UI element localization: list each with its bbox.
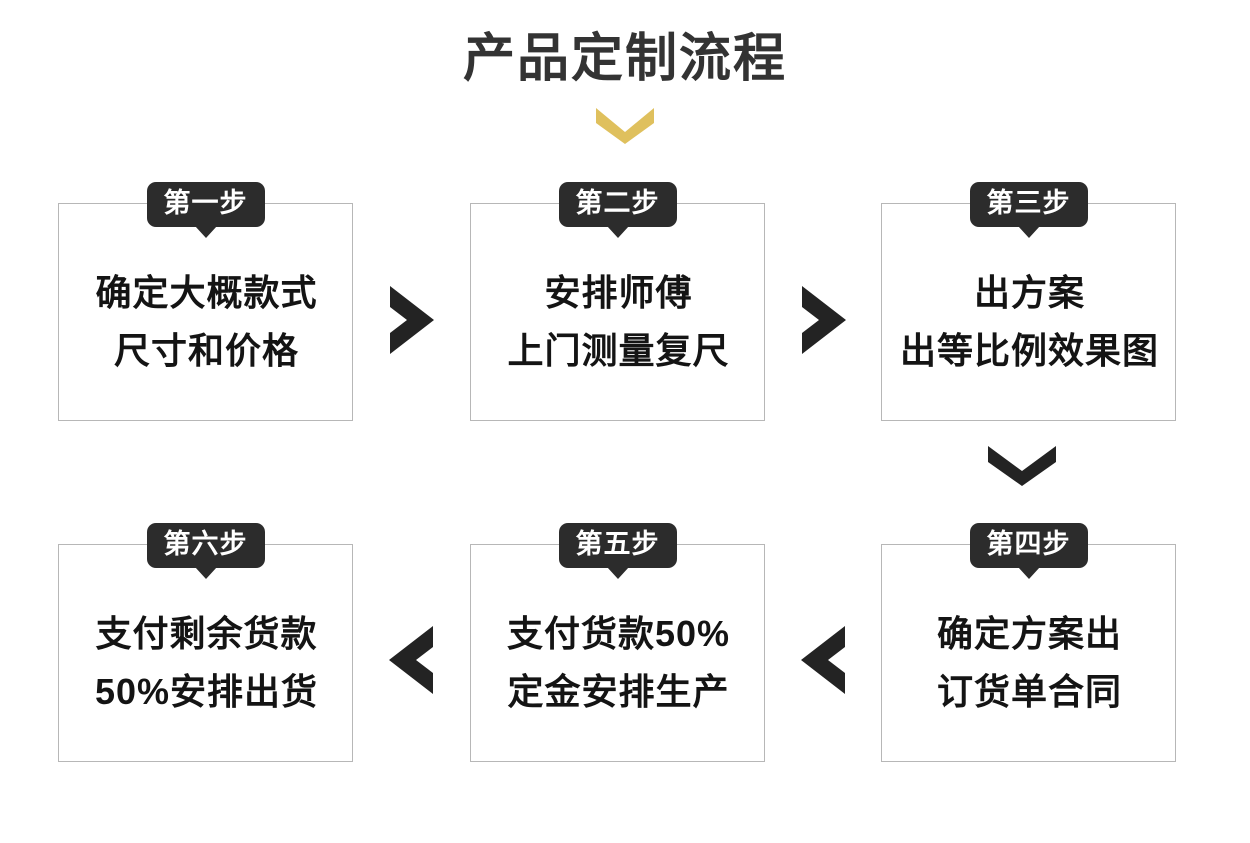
step-badge-5: 第五步 (558, 523, 677, 579)
step-badge-label-4: 第四步 (986, 529, 1071, 559)
badge-tail-icon (1017, 567, 1040, 579)
flow-row-bottom: 第六步 支付剩余货款 50%安排出货 第五步 支付货款50% 定金安排生产 第四… (58, 523, 1176, 762)
step-badge-label-3: 第三步 (986, 188, 1071, 218)
step-card-6[interactable]: 第六步 支付剩余货款 50%安排出货 (58, 523, 353, 762)
step-card-3[interactable]: 第三步 出方案 出等比例效果图 (881, 182, 1176, 421)
step-badge-label-6: 第六步 (163, 529, 248, 559)
badge-tail-icon (194, 567, 217, 579)
step-card-5[interactable]: 第五步 支付货款50% 定金安排生产 (470, 523, 765, 762)
step-text-line-1: 安排师傅 (544, 272, 693, 313)
flow-row-top: 第一步 确定大概款式 尺寸和价格 第二步 安排师傅 上门测量复尺 第三步 (58, 182, 1176, 421)
step-card-1[interactable]: 第一步 确定大概款式 尺寸和价格 (58, 182, 353, 421)
step-text-line-1: 确定大概款式 (95, 272, 318, 313)
step-text-line-1: 支付货款50% (506, 613, 731, 654)
step-badge-1: 第一步 (146, 182, 265, 238)
badge-tail-icon (194, 226, 217, 238)
step-badge-2: 第二步 (558, 182, 677, 238)
connector-step4-to-step5 (795, 623, 853, 697)
step-text-3: 出方案 出等比例效果图 (858, 204, 1201, 422)
step-text-line-2: 定金安排生产 (507, 671, 730, 712)
step-text-line-2: 上门测量复尺 (507, 330, 730, 371)
step-text-5: 支付货款50% 定金安排生产 (447, 545, 790, 763)
step-badge-label-1: 第一步 (163, 188, 248, 218)
step-card-2[interactable]: 第二步 安排师傅 上门测量复尺 (470, 182, 765, 421)
step-badge-label-2: 第二步 (575, 188, 660, 218)
badge-tail-icon (606, 226, 629, 238)
step-text-line-2: 50%安排出货 (94, 671, 319, 712)
step-text-2: 安排师傅 上门测量复尺 (447, 204, 790, 422)
step-text-6: 支付剩余货款 50%安排出货 (35, 545, 378, 763)
connector-step5-to-step6 (383, 623, 441, 697)
chevron-left-icon (801, 626, 845, 694)
page-title: 产品定制流程 (462, 30, 787, 88)
step-text-line-2: 订货单合同 (936, 671, 1122, 712)
step-badge-4: 第四步 (969, 523, 1088, 579)
step-badge-label-5: 第五步 (575, 529, 660, 559)
step-text-4: 确定方案出 订货单合同 (858, 545, 1201, 763)
connector-step3-to-step4 (985, 440, 1059, 488)
step-badge-6: 第六步 (146, 523, 265, 579)
chevron-down-icon (988, 446, 1056, 486)
step-text-line-1: 支付剩余货款 (95, 613, 318, 654)
chevron-right-icon (802, 286, 846, 354)
step-card-4[interactable]: 第四步 确定方案出 订货单合同 (881, 523, 1176, 762)
connector-step2-to-step3 (794, 283, 852, 357)
step-text-line-1: 出方案 (973, 272, 1085, 313)
chevron-down-icon (596, 108, 654, 144)
chevron-right-icon (390, 286, 434, 354)
title-block: 产品定制流程 (0, 28, 1250, 144)
step-text-1: 确定大概款式 尺寸和价格 (35, 204, 378, 422)
step-badge-3: 第三步 (969, 182, 1088, 238)
chevron-left-icon (389, 626, 433, 694)
connector-step1-to-step2 (382, 283, 440, 357)
badge-tail-icon (606, 567, 629, 579)
step-text-line-2: 出等比例效果图 (899, 330, 1159, 371)
badge-tail-icon (1017, 226, 1040, 238)
step-text-line-1: 确定方案出 (936, 613, 1122, 654)
step-text-line-2: 尺寸和价格 (113, 330, 299, 371)
